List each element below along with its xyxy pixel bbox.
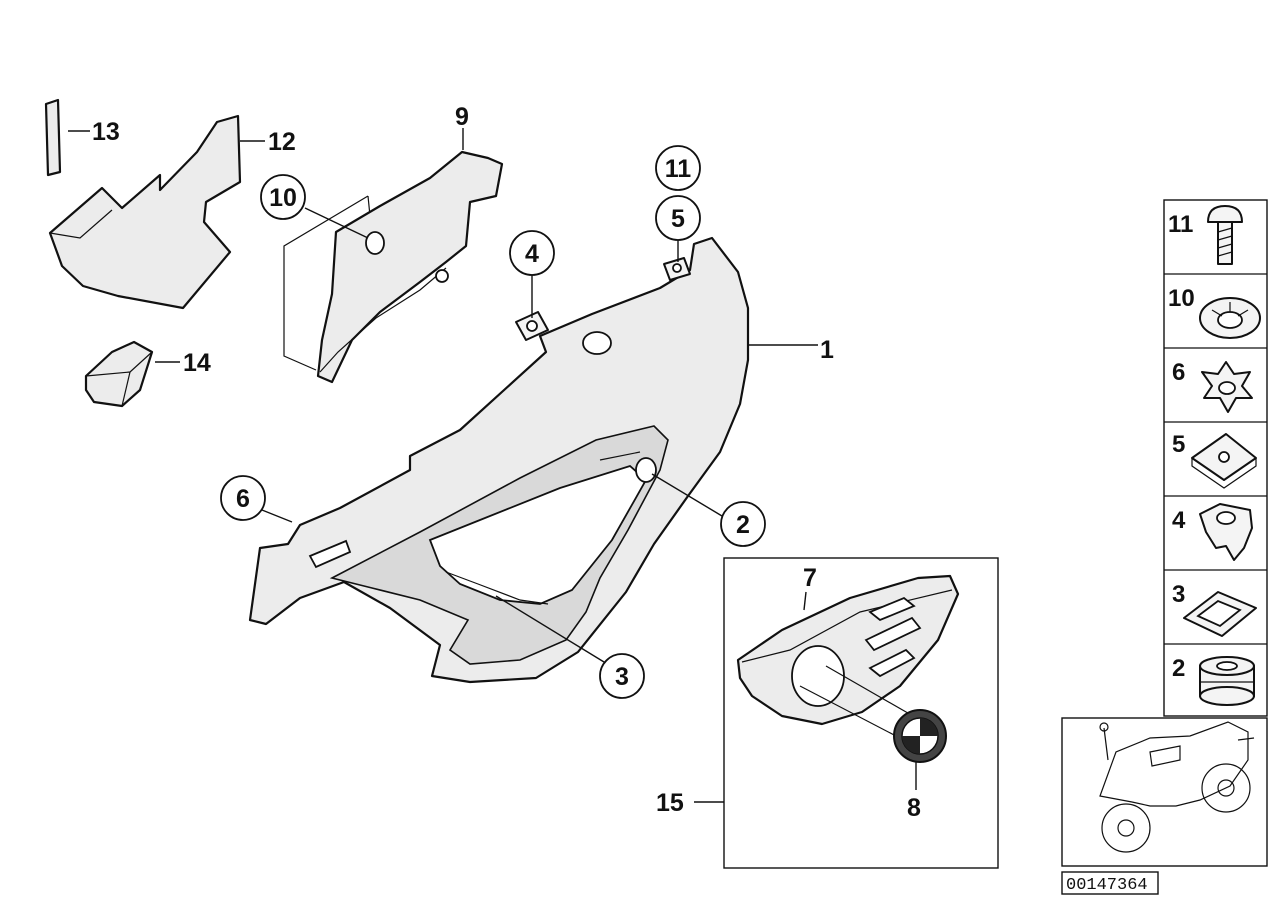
star-nut-icon [1201,361,1253,413]
callout-1: 1 [820,336,834,364]
hardware-item-2: 2 [1172,655,1255,706]
svg-text:10: 10 [1168,285,1195,312]
part-13-strip: 13 [44,98,120,177]
part-12-panel: 12 [48,114,296,310]
hardware-item-6: 6 [1172,359,1253,413]
svg-text:11: 11 [1168,211,1193,238]
svg-text:2: 2 [1172,655,1185,682]
svg-text:4: 4 [525,240,539,268]
svg-text:6: 6 [1172,359,1185,386]
part-14-block: 14 [84,340,211,408]
motorcycle-icon [1099,721,1255,853]
callout-11-main: 11 [655,145,701,191]
callout-12: 12 [268,128,296,156]
svg-text:00147364: 00147364 [1066,876,1148,895]
callout-4-main: 4 [509,230,555,318]
reference-number: 00147364 [1061,871,1159,895]
callout-3-main: 3 [495,595,645,699]
svg-text:10: 10 [269,184,297,212]
hardware-item-5: 5 [1172,431,1257,489]
rubber-pad-icon [1183,591,1257,637]
callout-6-main: 6 [220,475,293,523]
callout-10-main: 10 [260,174,369,239]
svg-text:11: 11 [665,155,692,183]
part-8-emblem: 8 [893,709,947,822]
svg-text:3: 3 [1172,581,1185,608]
callout-14: 14 [183,349,211,377]
callout-8: 8 [907,794,921,822]
svg-text:5: 5 [1172,431,1185,458]
callout-9: 9 [455,103,469,131]
hardware-item-3: 3 [1172,581,1257,637]
part-9-upper-panel: 9 [283,103,504,384]
callout-2-main: 2 [651,473,766,547]
hardware-item-4: 4 [1172,503,1253,561]
square-nut-icon [1199,503,1253,561]
hardware-panel: 11 10 6 [1163,199,1268,717]
part-7-cover: 7 [736,564,960,726]
callout-5-main: 5 [655,195,701,262]
part-15-group: 15 7 8 [656,557,999,869]
screw-icon [1207,205,1243,265]
svg-text:4: 4 [1172,507,1186,534]
callout-7: 7 [803,564,817,592]
motorcycle-thumbnail [1061,717,1268,867]
hardware-item-10: 10 [1168,285,1261,339]
svg-text:3: 3 [615,663,629,691]
part-1-side-fairing: 1 [248,236,834,684]
callout-13: 13 [92,118,120,146]
clip-washer-icon [1199,297,1261,339]
svg-text:2: 2 [736,511,750,539]
svg-text:6: 6 [236,485,250,513]
spring-nut-icon [1191,433,1257,489]
svg-text:5: 5 [671,205,685,233]
hardware-item-11: 11 [1168,205,1243,265]
callout-15: 15 [656,789,684,817]
grommet-icon [1199,656,1255,706]
